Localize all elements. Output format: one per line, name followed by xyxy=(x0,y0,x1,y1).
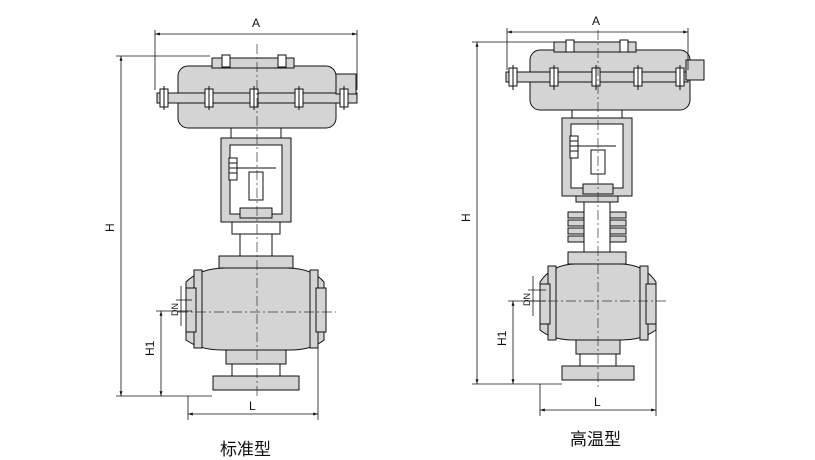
actuator-bolts xyxy=(159,54,349,110)
left-dim-a-label: A xyxy=(252,16,260,30)
valve-body xyxy=(185,255,327,391)
left-dim-l-label: L xyxy=(249,399,256,413)
left-dim-h1-label: H1 xyxy=(143,340,157,356)
right-dim-h-label: H xyxy=(459,213,473,222)
right-dim-a-label: A xyxy=(592,14,600,28)
cooling-bellows xyxy=(567,195,627,257)
yoke xyxy=(220,127,292,235)
left-dim-dn-label: DN xyxy=(170,303,180,316)
high-temp-valve-drawing xyxy=(505,30,705,390)
left-caption: 标准型 xyxy=(220,440,271,460)
right-dim-dn-label: DN xyxy=(522,293,532,306)
standard-valve-drawing xyxy=(156,44,358,396)
standard-valve-dimensions xyxy=(116,30,358,420)
right-dim-l-label: L xyxy=(594,395,601,409)
right-dim-h1-label: H1 xyxy=(495,330,509,346)
high-temp-valve-dimensions xyxy=(472,28,689,416)
left-dim-h-label: H xyxy=(103,223,117,232)
actuator-bolts xyxy=(508,39,685,90)
right-caption: 高温型 xyxy=(570,430,621,450)
yoke xyxy=(561,109,633,197)
